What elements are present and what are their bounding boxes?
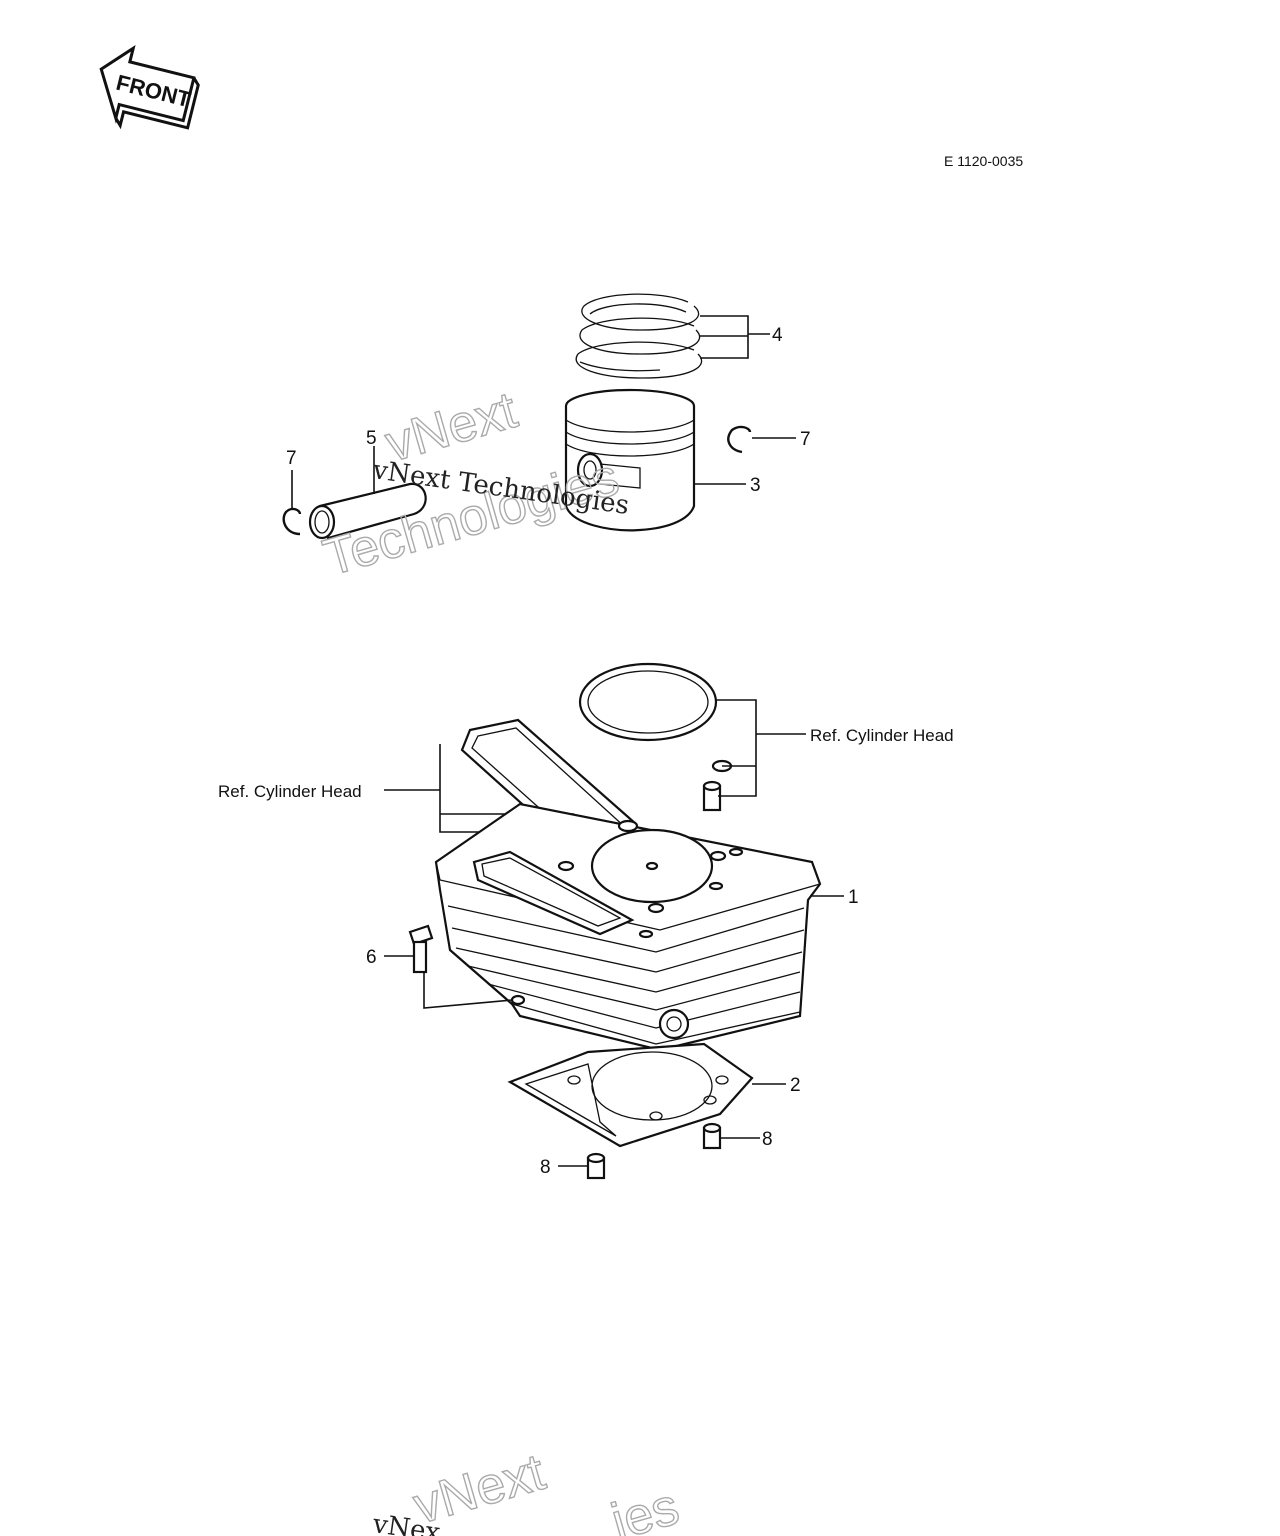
callout-4: 4: [772, 325, 783, 346]
callout-2: 2: [790, 1075, 801, 1096]
callout-6: 6: [366, 947, 377, 968]
front-arrow-icon: FRONT: [99, 44, 200, 130]
piston: [564, 388, 696, 532]
piston-rings: [575, 293, 703, 379]
cylinder-o-ring: [578, 662, 718, 742]
callout-7-right: 7: [800, 429, 811, 450]
drawing-code: E 1120-0035: [944, 153, 1023, 169]
leader-ref-right: [716, 699, 806, 797]
callout-7-left: 7: [286, 448, 297, 469]
ref-cylinder-head-left: Ref. Cylinder Head: [218, 782, 362, 801]
leader-6: [384, 955, 513, 1009]
base-gasket: [507, 1042, 754, 1148]
dowel-pin-left: [586, 1152, 606, 1180]
circlip-left: [282, 507, 302, 536]
leader-4: [700, 315, 770, 359]
cylinder-block: [434, 802, 822, 1052]
bolt: [408, 924, 434, 974]
ref-cylinder-head-right: Ref. Cylinder Head: [810, 726, 954, 745]
piston-pin: [308, 482, 427, 540]
circlip-right: [727, 425, 752, 454]
watermark-outline-bottom-2: ies: [605, 1477, 685, 1536]
dowel-pin-right: [702, 1122, 722, 1150]
callout-8-left: 8: [540, 1157, 551, 1178]
callout-1: 1: [848, 887, 859, 908]
callout-5: 5: [366, 428, 377, 449]
callout-8-right: 8: [762, 1129, 773, 1150]
callout-3: 3: [750, 475, 761, 496]
